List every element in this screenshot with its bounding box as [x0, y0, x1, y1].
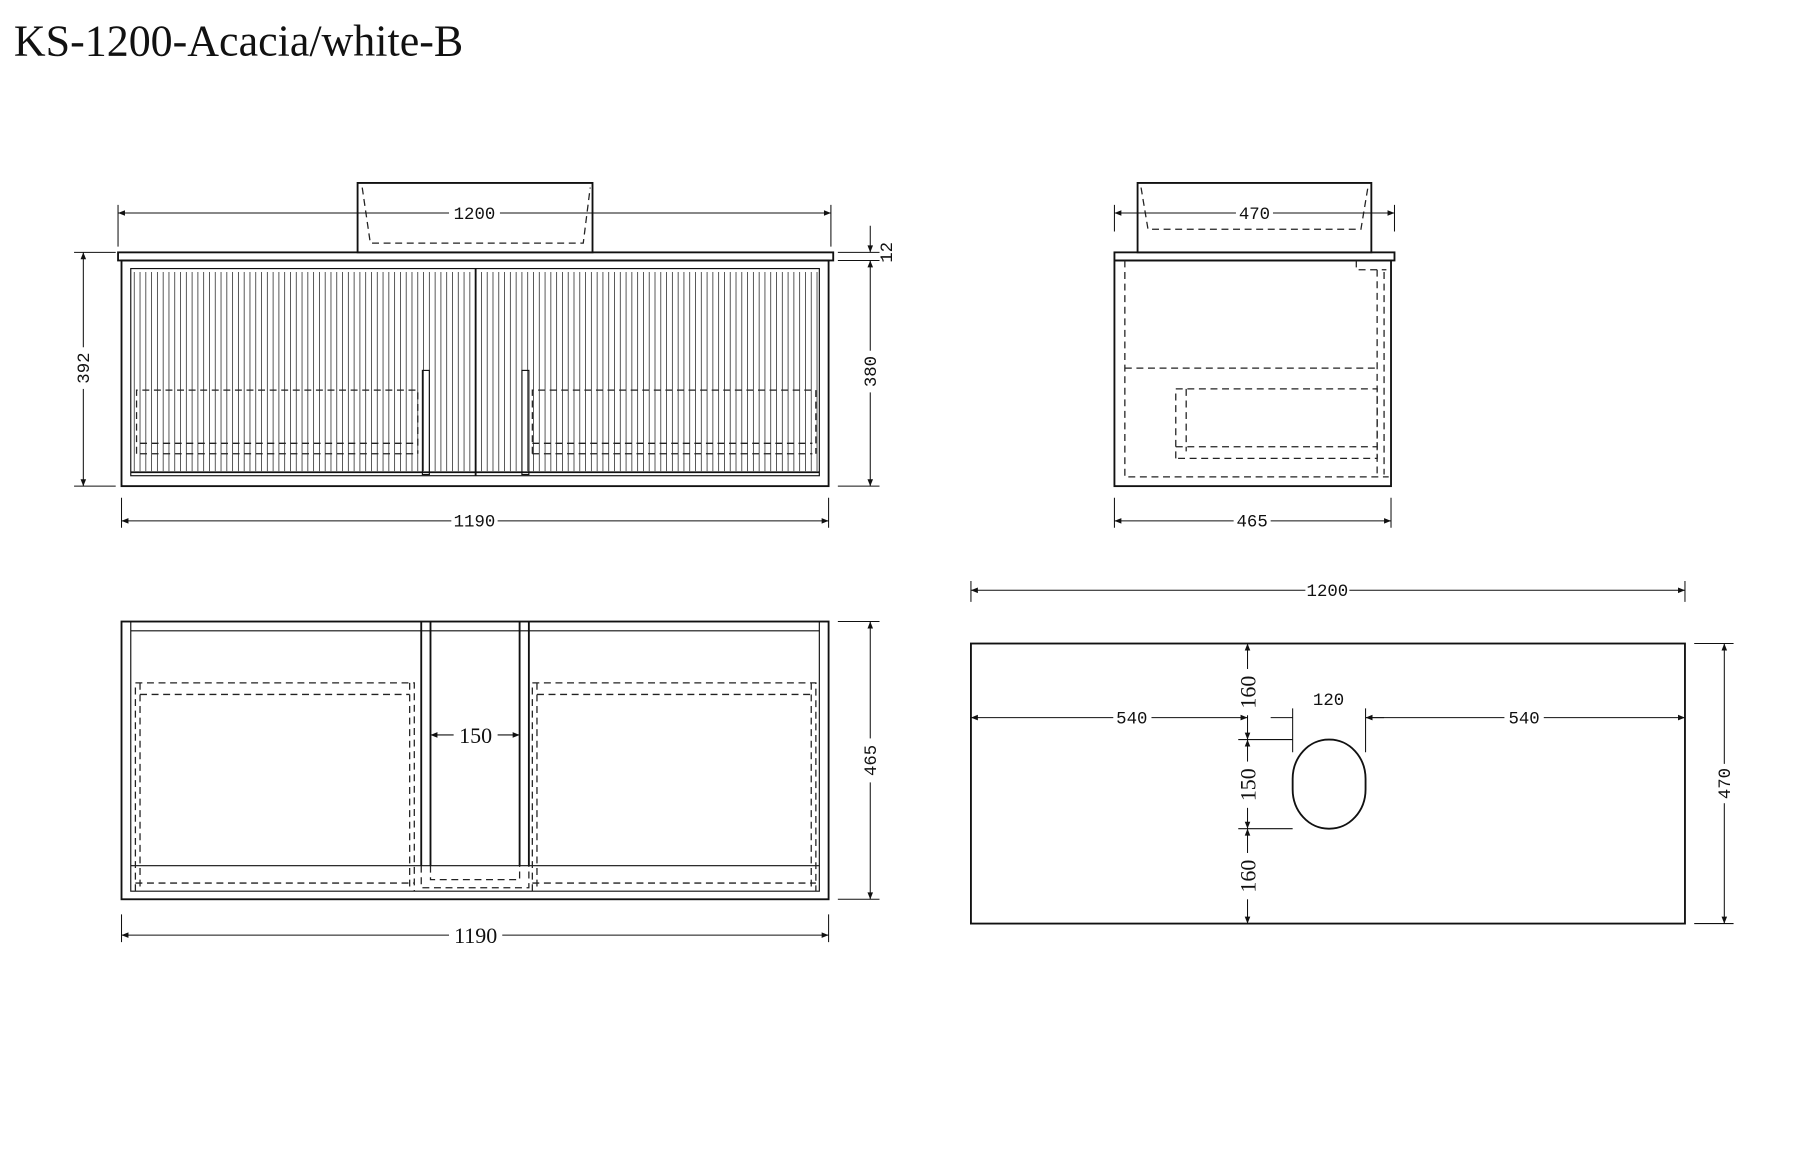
- drawer-hidden-right-plan: [531, 682, 817, 892]
- drawer-hidden-left-plan: [134, 682, 415, 892]
- dim-470-side: 470: [1239, 206, 1270, 225]
- countertop-top: [970, 642, 1686, 925]
- countertop-side: [1113, 251, 1396, 262]
- dim-12: 12: [879, 242, 898, 263]
- cabinet-body: [120, 259, 830, 488]
- side-hidden-lines: [1124, 260, 1389, 478]
- dim-1190-plan: 1190: [454, 923, 497, 948]
- ext-lines: [1113, 497, 1392, 528]
- dim-120: 120: [1313, 692, 1344, 711]
- fluted-door-panels: [133, 272, 818, 472]
- ext-lines: [120, 914, 830, 943]
- dim-465-side: 465: [1237, 514, 1268, 533]
- dim-1190-front: 1190: [454, 514, 496, 533]
- drawer-hidden-right: [531, 389, 817, 455]
- countertop: [117, 251, 835, 262]
- dim-540-right: 540: [1508, 710, 1539, 729]
- side-view: 470 465: [1113, 182, 1396, 533]
- center-partitions: [420, 621, 530, 866]
- drawing-title: KS-1200-Acacia/white-B: [14, 17, 463, 66]
- dim-392: 392: [76, 352, 95, 383]
- ext-lines: [1270, 708, 1385, 753]
- dim-150-hole: 150: [1236, 768, 1261, 801]
- ext-lines: [120, 497, 830, 528]
- dim-160-bottom: 160: [1236, 860, 1261, 893]
- plan-view: 150 465 1190: [120, 620, 882, 948]
- dim-1200-front: 1200: [454, 206, 496, 225]
- basin-inner-outline: [361, 187, 591, 244]
- dim-540-left: 540: [1116, 710, 1147, 729]
- plan-outline: [120, 620, 830, 901]
- dim-1200-top: 1200: [1307, 583, 1349, 602]
- door-handle-right: [521, 369, 530, 476]
- dim-150-gap: 150: [459, 723, 492, 748]
- drawer-hidden-left: [135, 389, 419, 455]
- dim-380: 380: [863, 356, 882, 387]
- dim-470-top: 470: [1717, 768, 1736, 799]
- top-view: 1200 540 540 120 160 150 160 470: [970, 581, 1736, 925]
- dim-160-top: 160: [1236, 676, 1261, 709]
- basin-waste-hole: [1291, 738, 1367, 830]
- drawer-hidden-side: [1175, 388, 1378, 459]
- ext-lines: [74, 251, 116, 487]
- door-handle-left: [421, 369, 430, 476]
- front-view: 1200 392 380 12 1190: [74, 182, 898, 533]
- ext-lines: [1113, 204, 1396, 232]
- plan-inner-lines: [130, 621, 820, 892]
- dim-465-plan: 465: [863, 745, 882, 776]
- center-hidden: [420, 865, 530, 889]
- cabinet-side: [1113, 259, 1392, 488]
